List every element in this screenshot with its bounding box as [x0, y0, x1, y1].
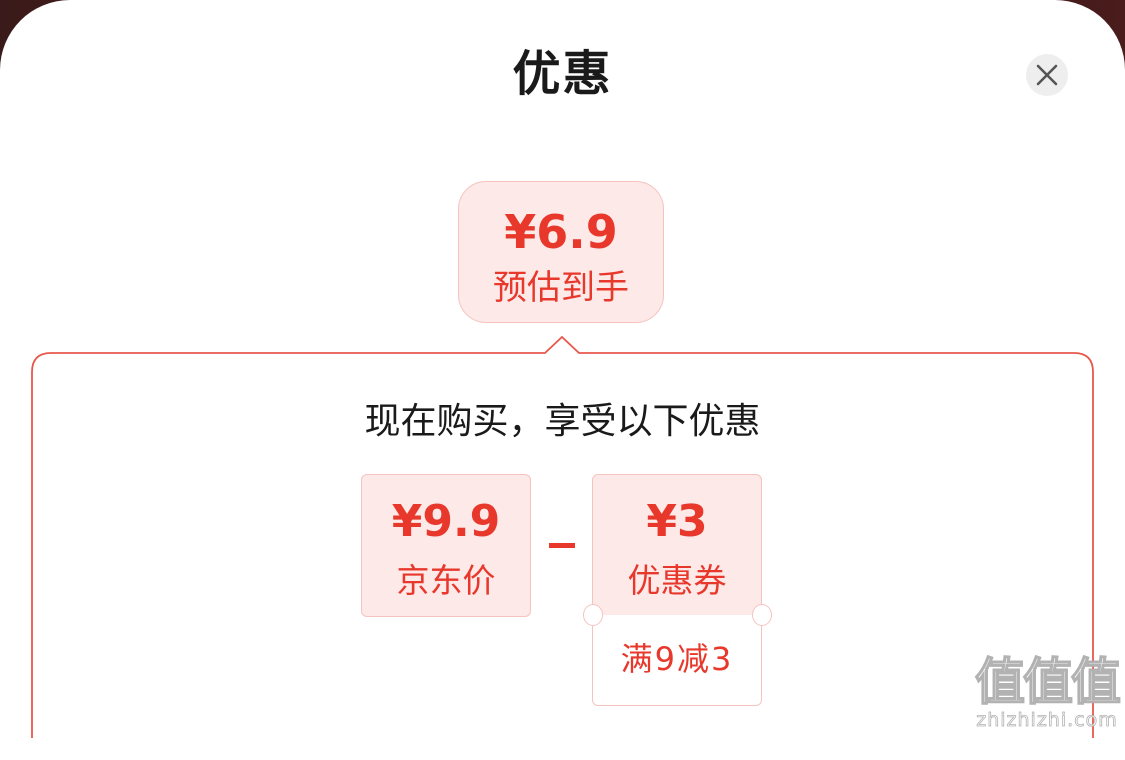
estimated-price: ¥6.9 — [504, 205, 618, 259]
minus-operator: - — [549, 543, 575, 548]
coupon-value: ¥3 — [646, 496, 708, 547]
watermark-logo: 值值值 — [974, 653, 1122, 711]
jd-price-card: ¥9.9 京东价 — [361, 474, 531, 617]
jd-price-label: 京东价 — [396, 561, 496, 600]
coupon-notch-left — [583, 604, 603, 626]
estimated-price-label: 预估到手 — [493, 268, 629, 308]
coupon-condition: 满9减3 — [620, 640, 734, 678]
jd-price-value: ¥9.9 — [391, 496, 501, 547]
close-icon — [1036, 64, 1058, 86]
watermark-url: zhizhizhi.com — [976, 709, 1118, 732]
coupon-card: ¥3 优惠券 — [592, 474, 762, 617]
breakdown-subtitle: 现在购买，享受以下优惠 — [364, 401, 761, 442]
sheet-title: 优惠 — [512, 46, 613, 102]
discount-breakdown-panel — [31, 335, 1094, 738]
coupon-notch-right — [752, 604, 772, 626]
watermark: 值值值 zhizhizhi.com — [972, 653, 1122, 735]
close-button[interactable] — [1026, 54, 1068, 96]
coupon-condition-stub: 满9减3 — [592, 615, 762, 706]
coupon-label: 优惠券 — [627, 561, 727, 600]
estimated-price-card: ¥6.9 预估到手 — [458, 181, 664, 323]
